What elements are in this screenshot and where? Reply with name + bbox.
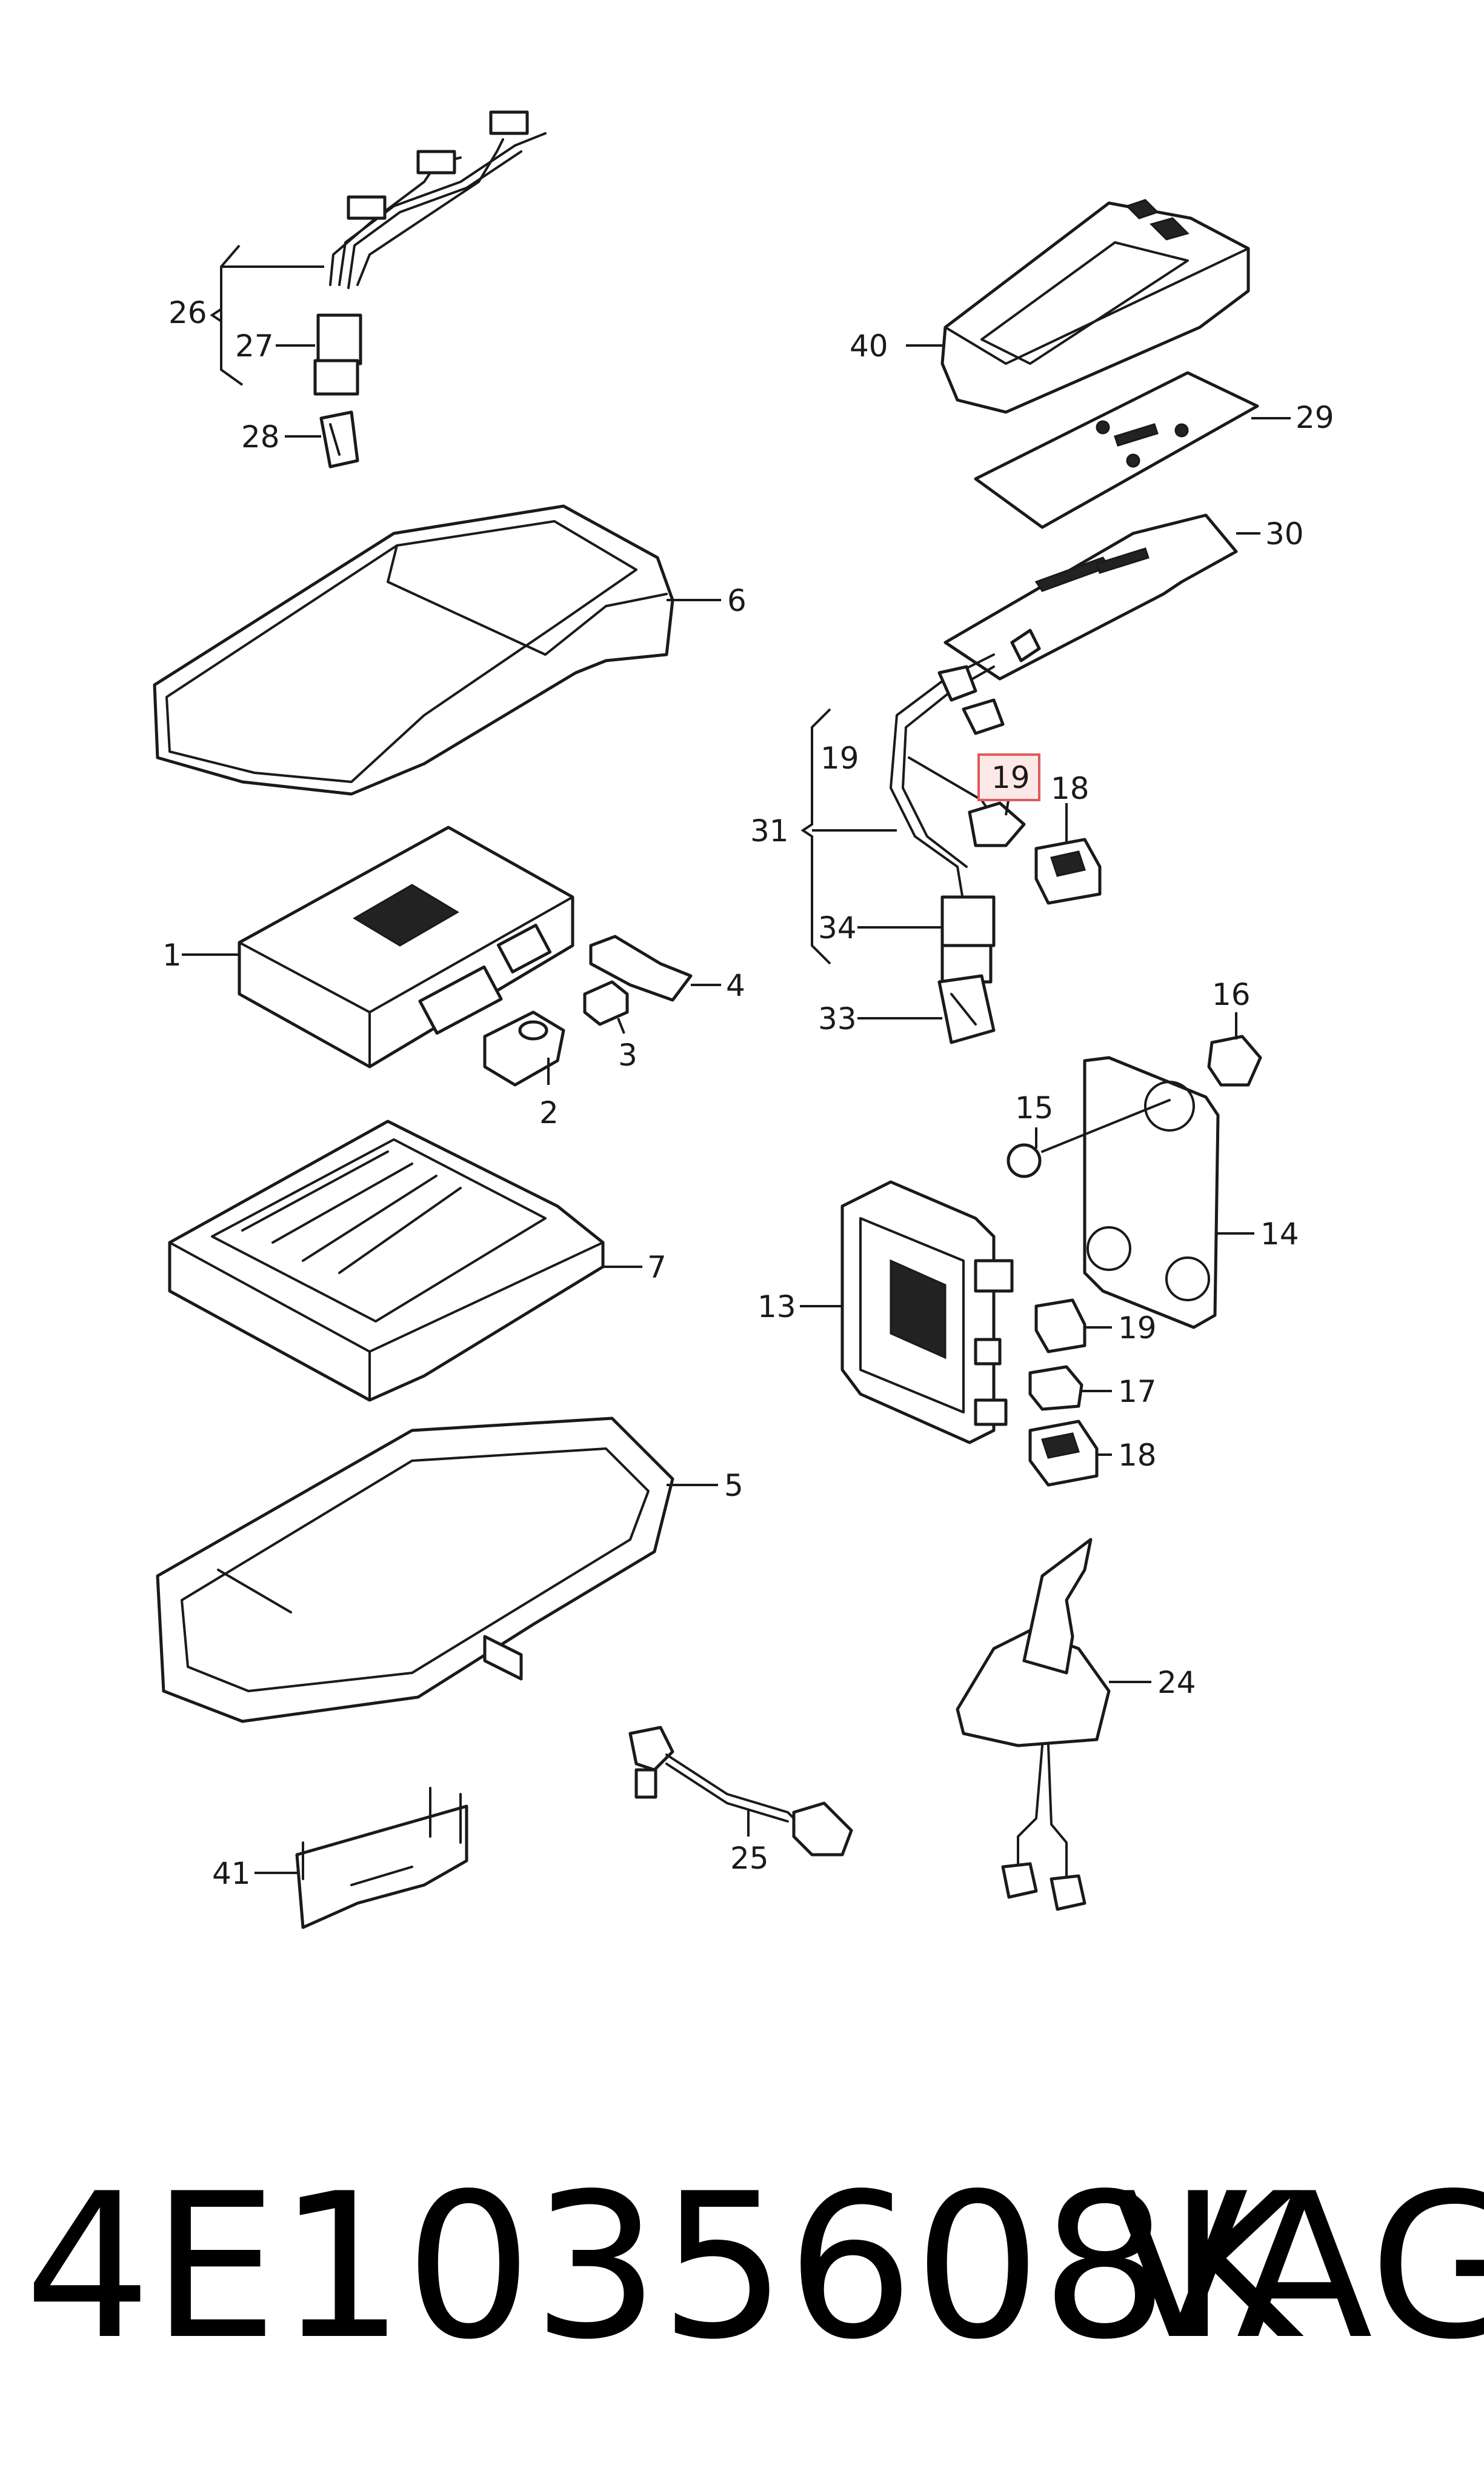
connector-18-module [1028,1420,1099,1487]
callout-6: 6 [727,583,747,618]
callout-18-module: 18 [1118,1438,1157,1473]
module-13 [840,1180,1014,1444]
control-unit-1 [238,826,574,1069]
callout-27: 27 [235,329,274,364]
plate-29 [974,371,1259,529]
callout-33: 33 [818,1001,857,1036]
cable-assembly-31 [890,629,1041,984]
brand-name: VAG [1112,2150,1484,2383]
connector-19-module [1034,1298,1086,1353]
bracket-41 [295,1787,468,1929]
highlight-box [977,753,1040,801]
clip-16 [1207,1035,1262,1087]
housing-33 [937,974,996,1044]
callout-14: 14 [1260,1216,1299,1252]
connector-3 [583,980,629,1026]
callout-34: 34 [818,910,857,946]
callout-1: 1 [162,938,182,973]
callout-28: 28 [241,419,280,455]
callout-19-module: 19 [1118,1310,1157,1346]
callout-18-top: 18 [1051,771,1090,806]
connector-housing-28 [319,410,359,469]
callout-26: 26 [168,295,207,330]
connector-4 [589,935,693,1002]
connector-18-top [1034,838,1102,905]
callout-2: 2 [539,1095,559,1130]
screw-15 [1007,1099,1171,1178]
callout-31: 31 [750,813,789,849]
callout-40: 40 [850,329,888,364]
frame-5 [156,1416,674,1723]
callout-4: 4 [726,968,745,1003]
part-number: 4E1035608K [24,2150,1300,2383]
callout-30: 30 [1265,516,1304,552]
callout-24: 24 [1157,1665,1196,1700]
callout-29: 29 [1296,400,1334,435]
callout-labels: 26 27 28 40 29 30 6 19 19 18 31 34 1 4 1… [162,295,1334,1891]
connector-2 [483,1010,565,1087]
callout-16: 16 [1212,977,1251,1012]
wiring-harness [313,110,547,396]
callout-13: 13 [757,1289,796,1324]
callout-3: 3 [618,1038,637,1073]
leader-lines [182,244,1291,1874]
cradle-40 [940,199,1250,414]
callout-19-highlight: 19 [991,760,1030,795]
cover-6 [153,504,674,796]
connector-17 [1028,1365,1083,1411]
callout-17: 17 [1118,1374,1157,1409]
callout-41: 41 [212,1856,251,1891]
callout-7: 7 [647,1250,667,1285]
callout-25: 25 [730,1841,769,1876]
callout-19-cable: 19 [820,741,859,776]
bracket-plate-14 [1083,1056,1220,1329]
tray-7 [168,1119,605,1402]
callout-15: 15 [1015,1090,1054,1126]
callout-5: 5 [724,1468,744,1503]
antenna-cable-25 [628,1726,853,1857]
circuit-board-30 [943,513,1238,681]
roof-antenna-24 [956,1538,1111,1911]
